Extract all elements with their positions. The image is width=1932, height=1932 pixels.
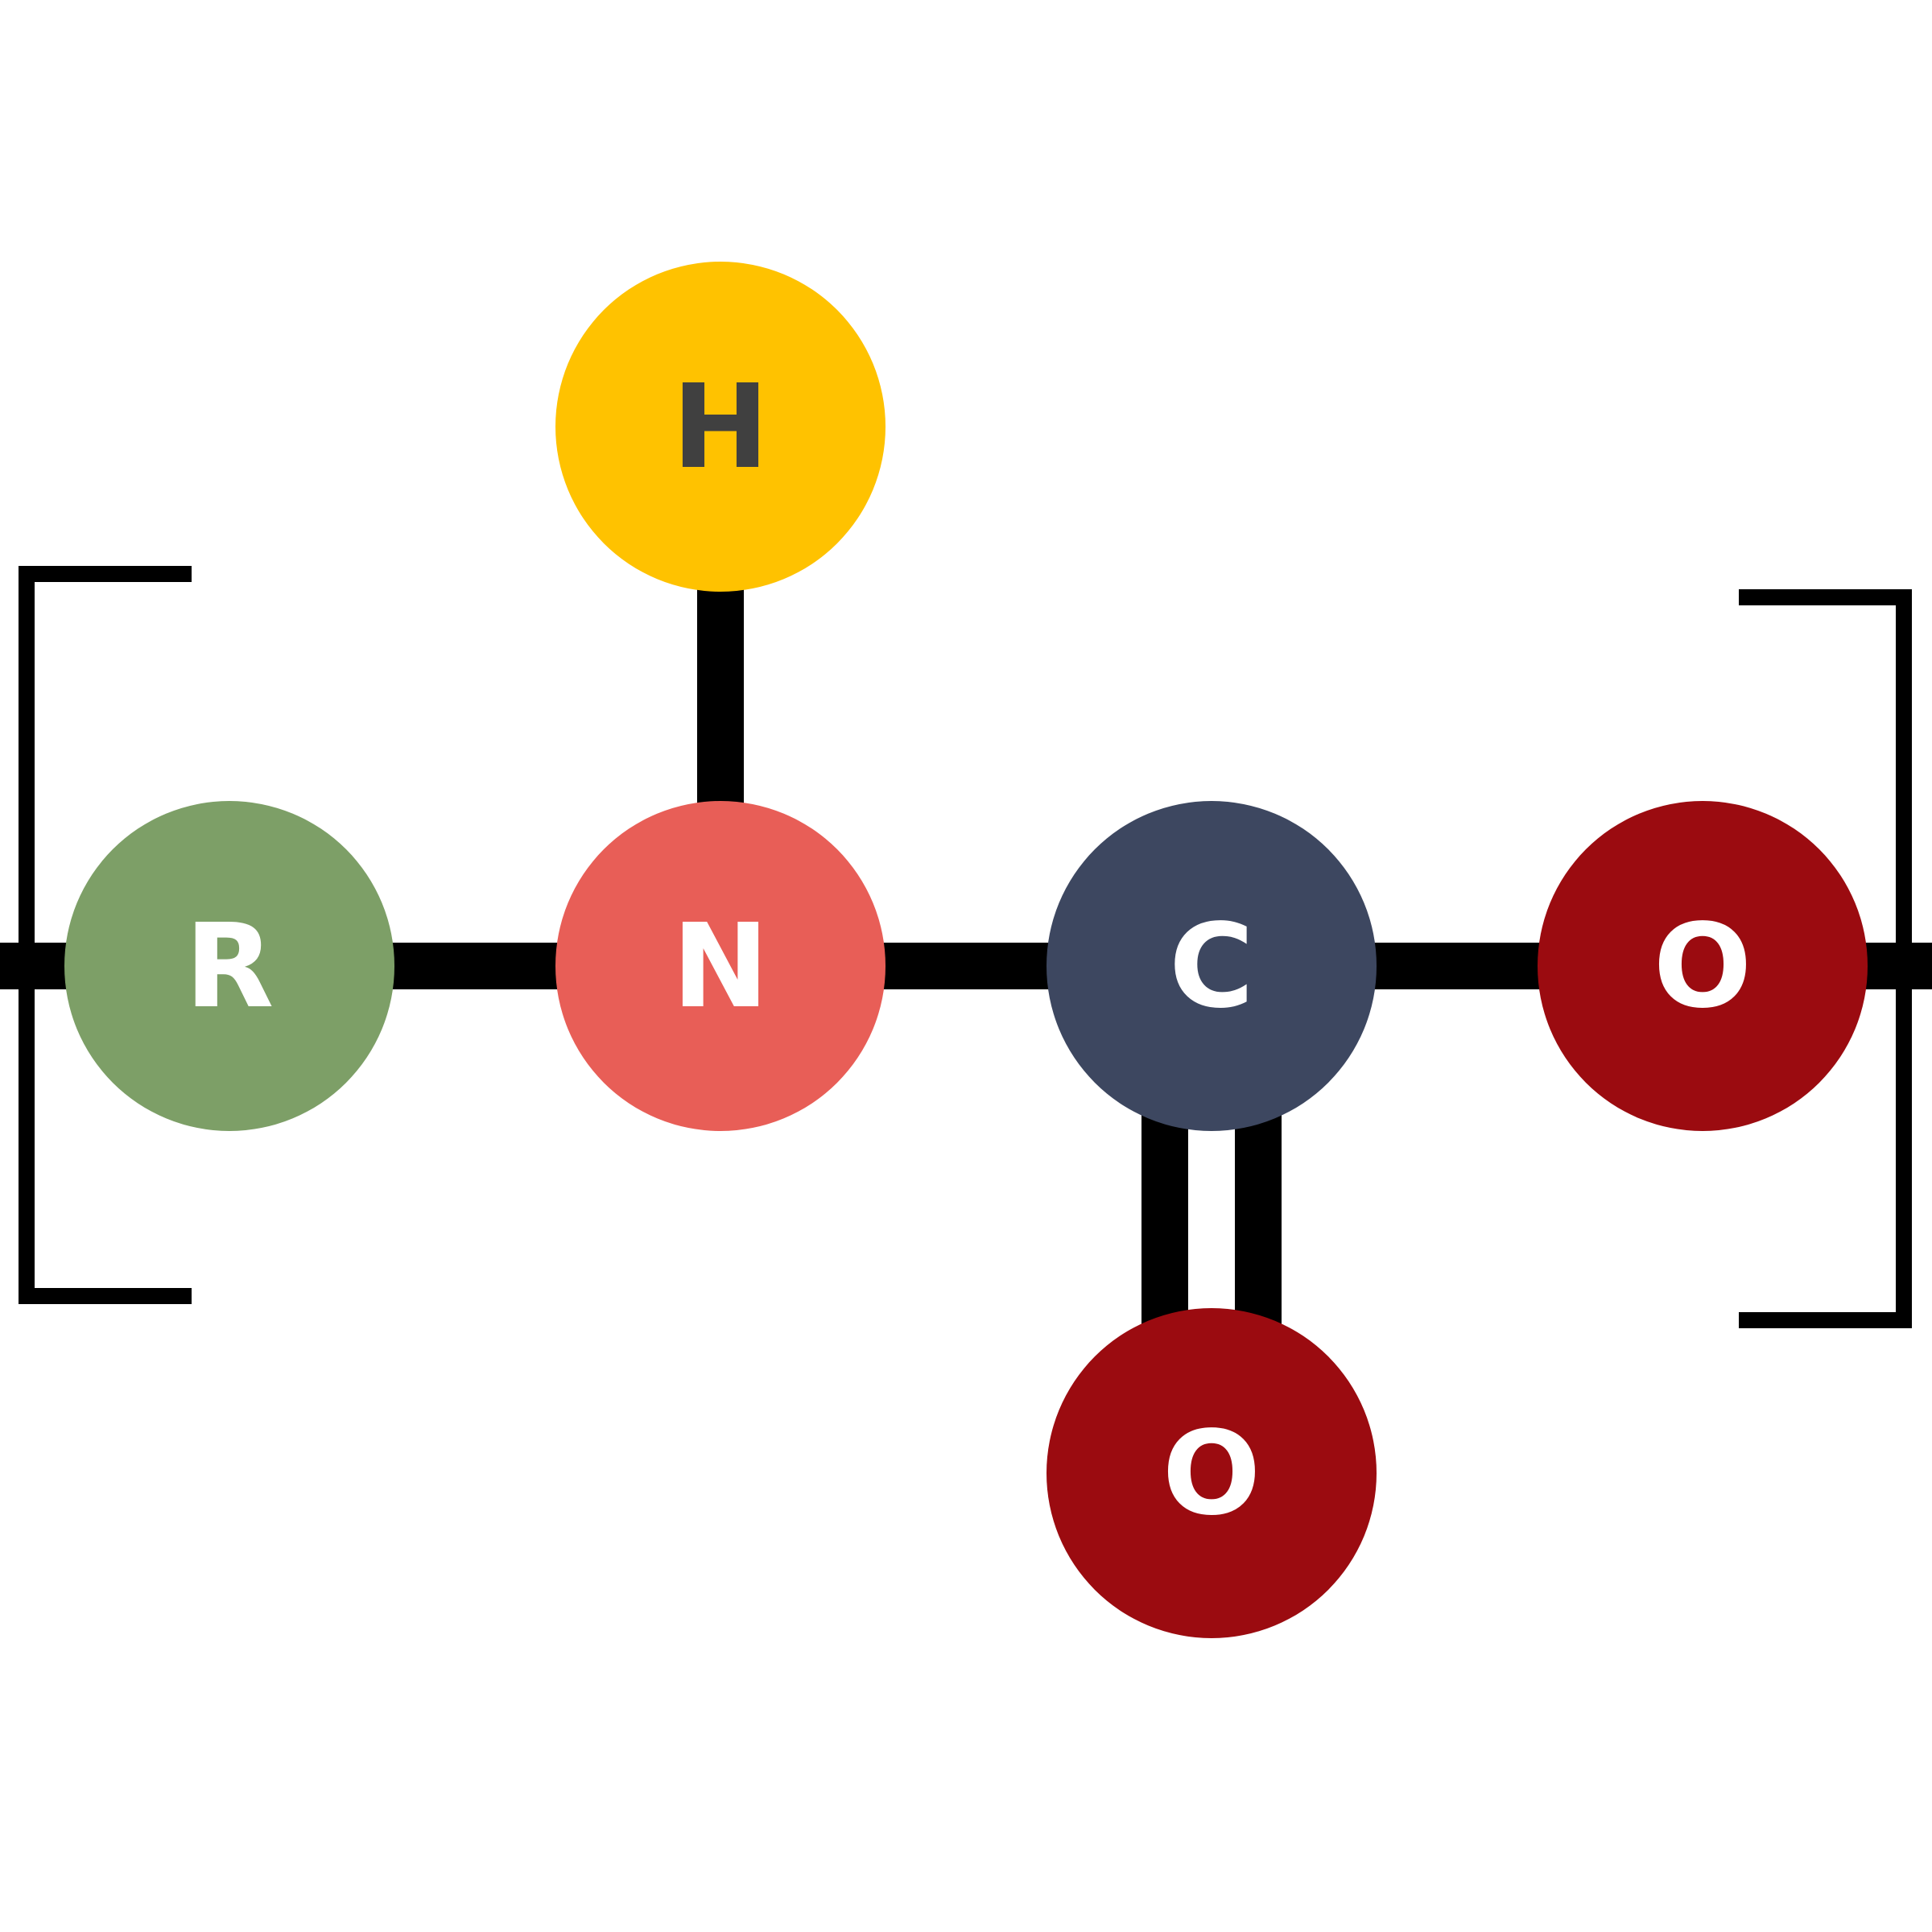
atom-o-double: O [1046, 1308, 1377, 1638]
atom-o-single-circle [1538, 801, 1868, 1131]
atom-h-label: H [672, 359, 770, 494]
left-bracket [19, 566, 192, 1304]
atom-h-circle [555, 262, 886, 592]
atoms-layer: R N H C O O [64, 262, 1868, 1638]
atom-n-label: N [672, 898, 770, 1034]
right-bracket [1739, 589, 1912, 1328]
atom-o-double-circle [1046, 1308, 1377, 1638]
atom-c: C [1046, 801, 1377, 1131]
atom-r: R [64, 801, 394, 1131]
atom-c-label: C [1169, 898, 1254, 1034]
atom-o-single-label: O [1653, 898, 1752, 1034]
atom-h: H [555, 262, 886, 592]
atom-n: N [555, 801, 886, 1131]
atom-r-circle [64, 801, 394, 1131]
atom-o-single: O [1538, 801, 1868, 1131]
atom-c-circle [1046, 801, 1377, 1131]
atom-o-double-label: O [1162, 1406, 1261, 1541]
brackets-layer [19, 566, 1912, 1328]
atom-r-label: R [185, 898, 275, 1034]
atom-n-circle [555, 801, 886, 1131]
